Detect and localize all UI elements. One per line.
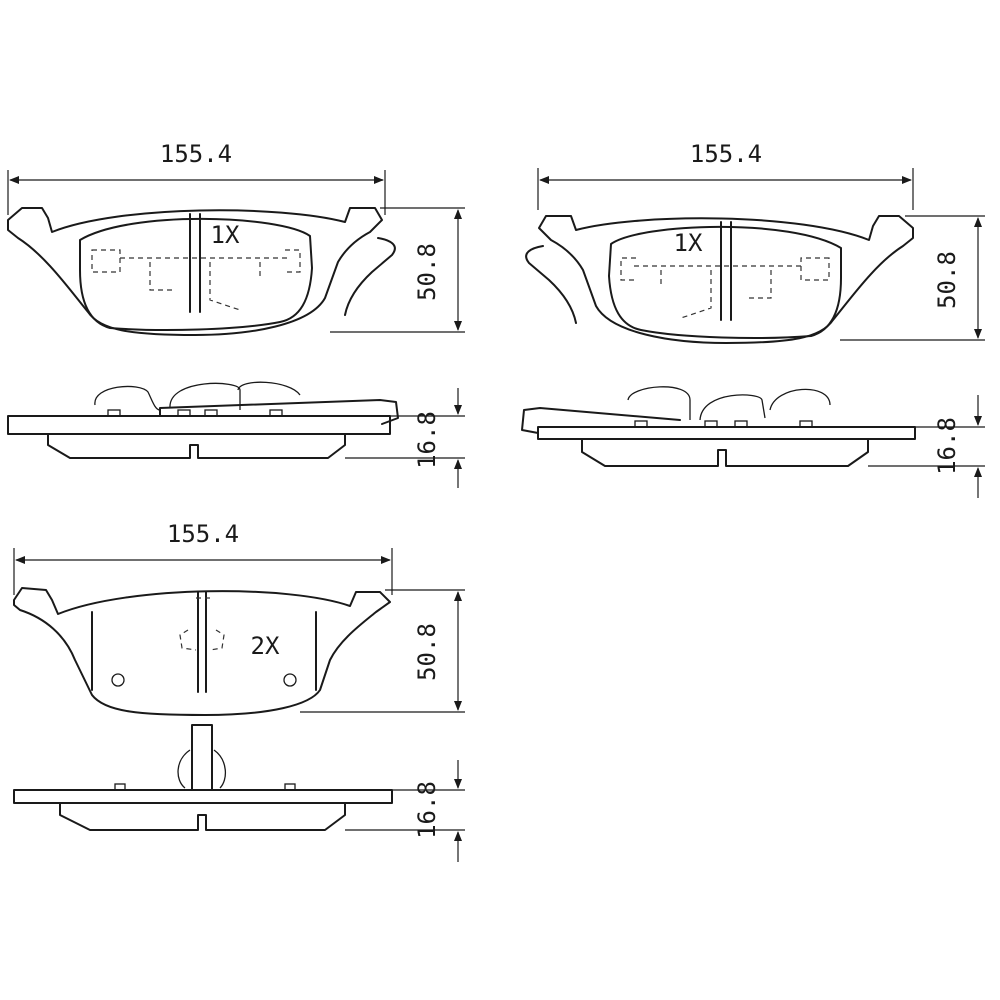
pad-1-side-backing <box>7 415 391 435</box>
pad-1-thickness-label: 16.8 <box>413 411 441 469</box>
pad-2-front-view: 155.4 1X 50.8 <box>525 140 985 344</box>
pad-3-backing-plate <box>13 587 391 716</box>
pad-3-front-view: 155.4 2X 50.8 <box>13 520 465 716</box>
pad-2-side-backing <box>537 426 916 440</box>
pad-1-friction-material <box>79 217 313 331</box>
pad-3-thickness-label: 16.8 <box>413 781 441 839</box>
pad-3-height-label: 50.8 <box>413 623 441 681</box>
pad-2-backing-plate <box>538 215 914 344</box>
pad-3-quantity-label: 2X <box>251 632 280 660</box>
pad-3-side-friction <box>59 802 346 831</box>
pad-3-width-label: 155.4 <box>167 520 239 548</box>
pad-3-hole-right <box>283 673 297 687</box>
pad-1-backing-plate <box>7 207 383 336</box>
pad-1-side-sensor <box>159 399 399 425</box>
pad-3-side-backing <box>13 789 393 804</box>
pad-1-hidden-features <box>91 249 301 311</box>
pad-1-wear-clip <box>344 237 396 316</box>
pad-2-hidden-features <box>620 257 830 319</box>
pad-3-side-view: 16.8 <box>13 724 465 862</box>
pad-2-side-sensor <box>521 407 681 434</box>
pad-1-front-view: 155.4 1X 50.8 <box>7 140 465 336</box>
pad-2-thickness-label: 16.8 <box>933 417 961 475</box>
pad-2-wear-clip <box>525 245 577 324</box>
pad-2-quantity-label: 1X <box>674 229 703 257</box>
pad-1-side-friction <box>47 433 346 459</box>
pad-3-side-clip-post <box>191 724 213 791</box>
pad-2-width-label: 155.4 <box>690 140 762 168</box>
pad-1-side-clips <box>94 381 301 411</box>
pad-2-friction-material <box>608 225 842 339</box>
pad-3-side-clips <box>177 749 226 789</box>
pad-2-side-clips <box>627 386 831 421</box>
pad-1-quantity-label: 1X <box>211 221 240 249</box>
pad-3-hole-left <box>111 673 125 687</box>
pad-2-height-label: 50.8 <box>933 251 961 309</box>
pad-2-side-friction <box>581 438 869 467</box>
pad-1-height-label: 50.8 <box>413 243 441 301</box>
pad-1-width-label: 155.4 <box>160 140 232 168</box>
pad-3-friction-edges <box>91 611 317 691</box>
pad-2-side-view: 16.8 <box>521 386 985 498</box>
pad-1-side-view: 16.8 <box>7 381 465 488</box>
pad-3-center-clip <box>179 597 225 651</box>
